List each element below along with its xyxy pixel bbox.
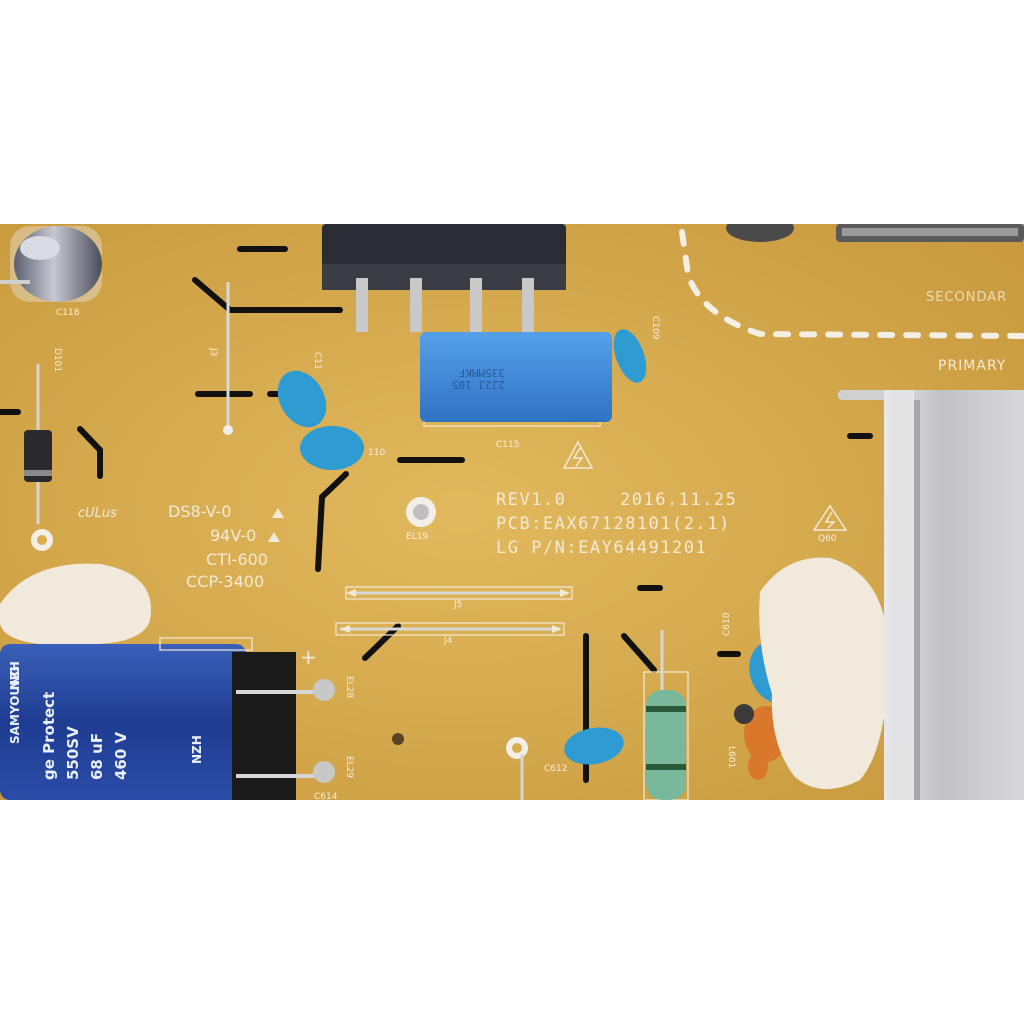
refdes-j4: J4	[444, 636, 453, 646]
rating-ds8: DS8-V-0	[168, 502, 232, 521]
refdes-el19: EL19	[406, 532, 429, 542]
part-number: LG P/N:EAY64491201	[496, 538, 708, 558]
primary-label: PRIMARY	[938, 358, 1007, 374]
cti-rating: CTI-600	[206, 550, 268, 569]
bulk-cap-line4: 460 V	[112, 731, 130, 780]
refdes-c109: C109	[650, 316, 660, 340]
film-cap-line1: 2J2J 105	[452, 378, 505, 391]
film-cap-print: 2J2J 105 335MMKF	[452, 366, 505, 391]
transformer-pin	[470, 278, 482, 332]
bulk-cap-line2: 550SV	[64, 726, 82, 780]
pcb-photo: + REV1.0 2016.11.25 PCB:EAX67128101(2.1)…	[0, 224, 1024, 800]
refdes-c118: C118	[56, 308, 80, 318]
refdes-j3: J3	[208, 348, 218, 357]
refdes-el28: EL28	[344, 676, 354, 699]
refdes-c11: C11	[312, 352, 322, 370]
bulk-cap-line1: ge Protect	[40, 691, 58, 780]
test-point-el28	[313, 679, 335, 701]
refdes-j5: J5	[454, 600, 463, 610]
pcb-board-drawing: +	[0, 224, 1024, 800]
glue-blob-left	[0, 563, 151, 690]
refdes-q60: Q60	[818, 534, 837, 544]
bulk-capacitor	[0, 644, 246, 800]
transformer-pin	[522, 278, 534, 332]
bulk-cap-line3: 68 uF	[88, 732, 106, 780]
bulk-cap-series-2: NZH	[190, 735, 204, 764]
isolation-boundary	[679, 229, 1024, 339]
test-point-el29	[313, 761, 335, 783]
refdes-d101: D101	[52, 348, 62, 373]
refdes-c115: C115	[496, 440, 520, 450]
ul-mark: cULus	[78, 506, 117, 521]
refdes-c614: C614	[314, 792, 338, 800]
refdes-c610: C610	[722, 612, 732, 636]
refdes-el29: EL29	[344, 756, 354, 779]
pcb-number: PCB:EAX67128101(2.1)	[496, 514, 731, 534]
ccp-rating: CCP-3400	[186, 572, 265, 591]
date-label: 2016.11.25	[620, 490, 738, 510]
glue-blob-right	[759, 557, 889, 790]
hv-warning-symbols	[562, 440, 848, 531]
film-capacitor-c115	[420, 332, 612, 422]
transformer-pin	[356, 278, 368, 332]
resistor-l601	[646, 690, 686, 800]
refdes-c110: 110	[368, 448, 386, 458]
secondary-label: SECONDAR	[926, 290, 1008, 305]
component-edge	[726, 224, 794, 242]
refdes-l601: L601	[726, 746, 736, 769]
electrolytic-c118	[14, 226, 102, 302]
ceramic-capacitors	[277, 329, 803, 780]
refdes-c612: C612	[544, 764, 568, 774]
rating-94v: 94V-0	[210, 526, 257, 545]
transformer-pin	[410, 278, 422, 332]
svg-text:+: +	[300, 645, 317, 669]
bulk-cap-series: NZH	[8, 661, 22, 690]
film-cap-line2: 335MMKF	[458, 366, 505, 379]
rev-label: REV1.0	[496, 490, 567, 510]
diode-d101	[24, 430, 52, 482]
